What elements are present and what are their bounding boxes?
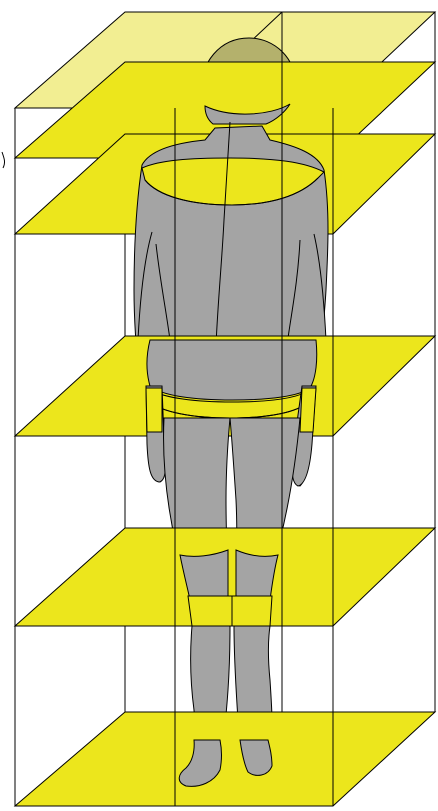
knee-cut-band <box>188 596 272 626</box>
lower-torso <box>147 340 317 400</box>
left-wrist-band <box>146 388 162 432</box>
edge-mark <box>2 152 5 168</box>
right-wrist-band <box>300 388 316 432</box>
section-plane-floor <box>15 712 435 806</box>
